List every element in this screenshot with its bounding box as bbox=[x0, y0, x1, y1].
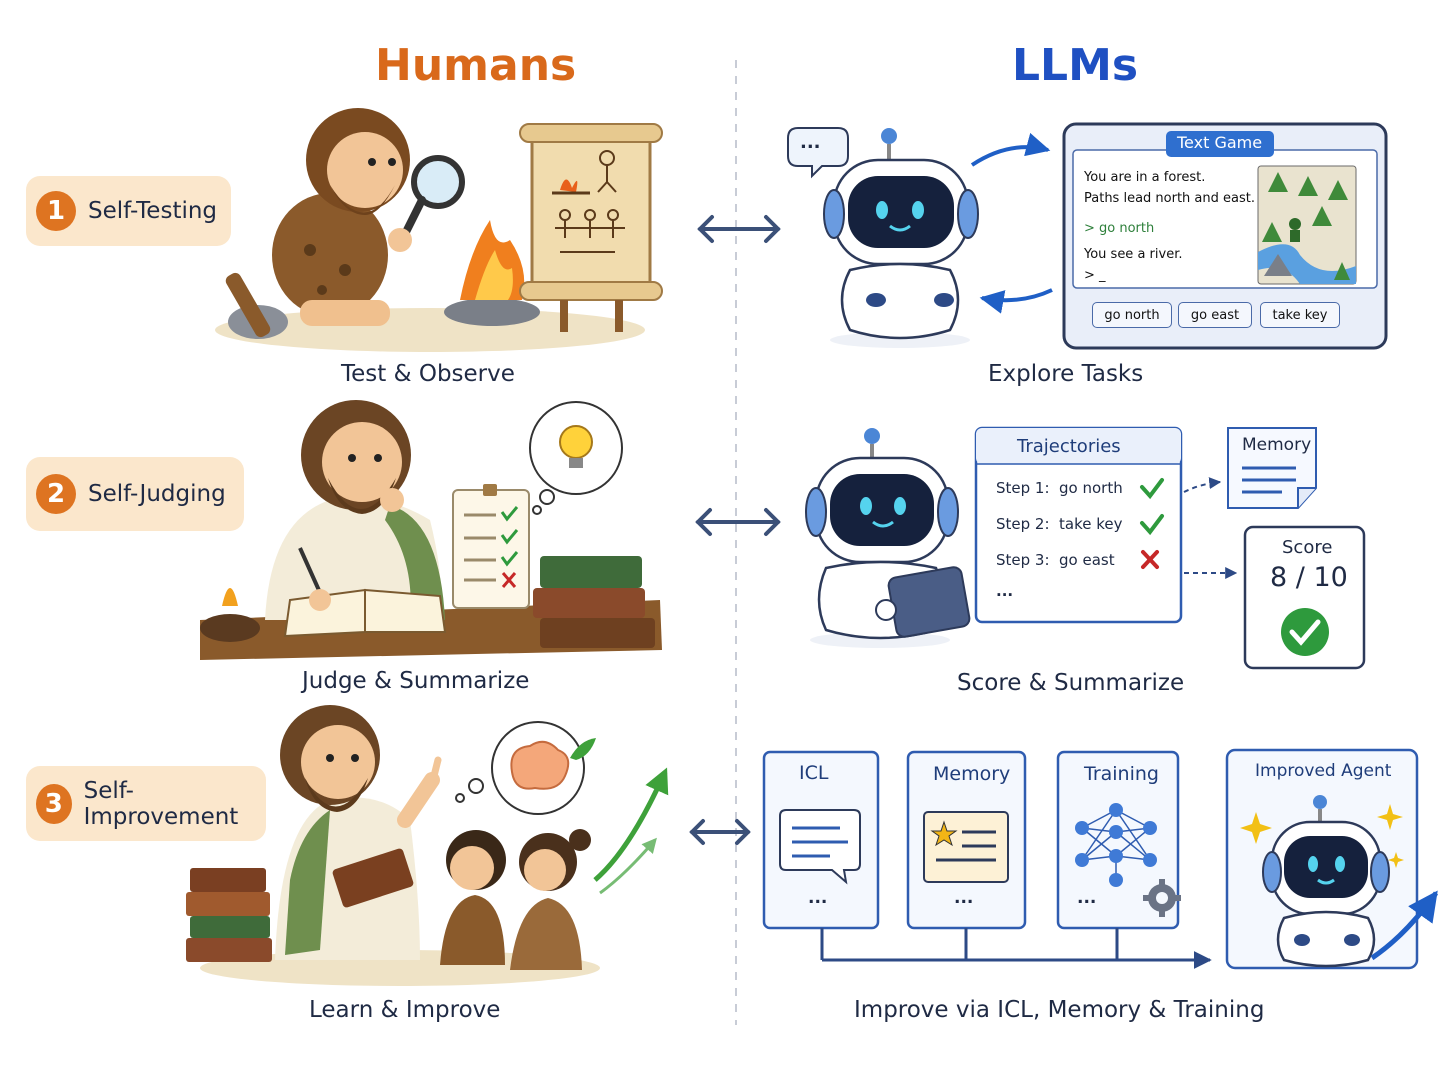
go-east-button[interactable]: go east bbox=[1178, 302, 1252, 328]
step-2-check-icon bbox=[1140, 514, 1164, 536]
game-line-1: You are in a forest. bbox=[1084, 170, 1206, 185]
step-1-number: 1 bbox=[36, 191, 76, 231]
improve-flow-connectors bbox=[820, 928, 1212, 969]
improved-agent-title: Improved Agent bbox=[1255, 761, 1392, 781]
score-card bbox=[1243, 525, 1366, 670]
icl-card-more: ... bbox=[808, 888, 828, 908]
trajectory-status-marks bbox=[1140, 478, 1164, 569]
caveman-explorer-illustration bbox=[215, 108, 663, 352]
step-3-number: 3 bbox=[36, 783, 72, 824]
improvement-arrow-icon bbox=[1370, 890, 1439, 961]
llms-header: LLMs bbox=[1012, 40, 1139, 91]
llm-caption-2: Score & Summarize bbox=[957, 670, 1185, 696]
game-line-3: > go north bbox=[1084, 221, 1155, 236]
training-card-title: Training bbox=[1084, 763, 1159, 785]
robot-explorer-illustration bbox=[787, 127, 1053, 348]
trajectory-step-1-label: Step 1: bbox=[996, 479, 1050, 497]
score-value: 8 / 10 bbox=[1270, 562, 1348, 593]
memory-card-more: ... bbox=[954, 888, 974, 908]
trajectory-step-3-action: go east bbox=[1059, 551, 1115, 569]
human-caption-2: Judge & Summarize bbox=[302, 668, 530, 694]
improved-agent-robot bbox=[1262, 795, 1390, 968]
trajectory-step-2-action: take key bbox=[1059, 515, 1123, 533]
trajectory-step-2-label: Step 2: bbox=[996, 515, 1050, 533]
step-1-check-icon bbox=[1140, 478, 1164, 500]
text-game-title: Text Game bbox=[1177, 133, 1263, 152]
scholar-judging-illustration bbox=[200, 400, 662, 660]
robot-judge-illustration bbox=[805, 428, 971, 648]
memory-note-icon bbox=[1227, 427, 1317, 509]
trajectory-step-1-action: go north bbox=[1059, 479, 1123, 497]
bidirectional-arrow-row-2 bbox=[695, 508, 781, 536]
human-caption-1: Test & Observe bbox=[341, 361, 515, 387]
llm-caption-1: Explore Tasks bbox=[988, 361, 1144, 387]
humans-header: Humans bbox=[375, 40, 577, 91]
game-line-2: Paths lead north and east. bbox=[1084, 191, 1255, 206]
step-3-label: Self-Improvement bbox=[83, 777, 239, 830]
bidirectional-arrow-row-3 bbox=[689, 819, 751, 845]
trajectory-step-3-label: Step 3: bbox=[996, 551, 1050, 569]
game-line-5: > _ bbox=[1084, 268, 1106, 283]
go-north-button[interactable]: go north bbox=[1092, 302, 1172, 328]
memory-card-icon bbox=[923, 811, 1009, 883]
chat-bubble-icon bbox=[779, 809, 861, 885]
bidirectional-arrow-row-1 bbox=[697, 215, 781, 243]
step-3-pill: 3 Self-Improvement bbox=[26, 766, 266, 841]
step-2-number: 2 bbox=[36, 474, 76, 514]
training-card-more: ... bbox=[1077, 888, 1097, 908]
text-game-window bbox=[1062, 122, 1388, 350]
trajectory-more: ... bbox=[996, 582, 1014, 600]
speech-bubble-text: ... bbox=[800, 132, 821, 153]
take-key-button[interactable]: take key bbox=[1260, 302, 1340, 328]
memory-note-label: Memory bbox=[1242, 435, 1312, 455]
score-check-icon bbox=[1289, 619, 1321, 646]
step-2-label: Self-Judging bbox=[88, 481, 226, 507]
game-line-4: You see a river. bbox=[1084, 247, 1183, 262]
score-label: Score bbox=[1282, 537, 1333, 558]
icl-card-title: ICL bbox=[799, 762, 829, 784]
sparkle-icons bbox=[1240, 804, 1404, 868]
step-2-pill: 2 Self-Judging bbox=[26, 457, 244, 531]
trajectories-panel bbox=[974, 426, 1183, 624]
llm-caption-3: Improve via ICL, Memory & Training bbox=[854, 997, 1265, 1023]
human-caption-3: Learn & Improve bbox=[309, 997, 501, 1023]
trajectories-title: Trajectories bbox=[1017, 436, 1121, 457]
gear-icon bbox=[1143, 879, 1181, 917]
memory-card-title: Memory bbox=[933, 763, 1011, 785]
step-1-pill: 1 Self-Testing bbox=[26, 176, 231, 246]
teacher-children-illustration bbox=[186, 705, 669, 986]
step-1-label: Self-Testing bbox=[88, 198, 218, 224]
